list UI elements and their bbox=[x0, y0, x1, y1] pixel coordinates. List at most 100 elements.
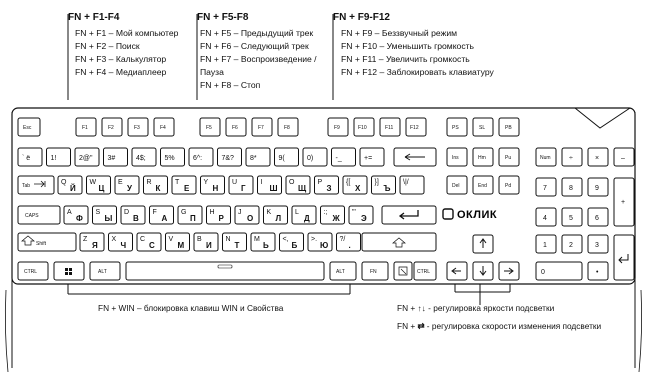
f7-key[interactable] bbox=[251, 117, 273, 137]
letter-key[interactable] bbox=[285, 175, 311, 195]
pause-break-key[interactable] bbox=[498, 117, 520, 137]
esc-key[interactable] bbox=[17, 117, 41, 137]
cyrillic-label: Б bbox=[292, 241, 298, 250]
delete-key[interactable] bbox=[446, 175, 468, 195]
f9-key[interactable] bbox=[327, 117, 349, 137]
number-row-key[interactable] bbox=[46, 147, 71, 167]
right-alt-key[interactable] bbox=[329, 261, 357, 281]
letter-key[interactable] bbox=[336, 232, 361, 252]
letter-key[interactable] bbox=[320, 205, 345, 225]
end-key[interactable] bbox=[472, 175, 494, 195]
number-row-label: 3# bbox=[108, 155, 116, 162]
print-screen-key[interactable] bbox=[446, 117, 468, 137]
letter-key[interactable] bbox=[136, 232, 162, 252]
letter-key[interactable] bbox=[86, 175, 111, 195]
number-row-key[interactable] bbox=[188, 147, 214, 167]
letter-key[interactable] bbox=[200, 175, 225, 195]
number-row-key[interactable] bbox=[331, 147, 356, 167]
letter-key[interactable] bbox=[250, 232, 276, 252]
letter-key[interactable] bbox=[114, 175, 140, 195]
letter-key[interactable] bbox=[314, 175, 339, 195]
numpad-6-key[interactable] bbox=[587, 207, 609, 227]
numpad-plus-key[interactable] bbox=[613, 177, 635, 227]
page-up-key[interactable] bbox=[498, 147, 520, 167]
letter-key[interactable] bbox=[57, 175, 83, 195]
f12-key[interactable] bbox=[405, 117, 427, 137]
fn-key[interactable] bbox=[361, 261, 389, 281]
f3-key[interactable] bbox=[127, 117, 149, 137]
letter-key[interactable] bbox=[63, 205, 89, 225]
letter-key[interactable] bbox=[120, 205, 146, 225]
f5-key[interactable] bbox=[199, 117, 221, 137]
letter-key[interactable] bbox=[291, 205, 317, 225]
letter-key[interactable] bbox=[92, 205, 117, 225]
letter-key[interactable] bbox=[371, 175, 396, 195]
letter-key[interactable] bbox=[348, 205, 374, 225]
letter-key[interactable] bbox=[234, 205, 260, 225]
letter-key[interactable] bbox=[279, 232, 304, 252]
right-ctrl-key[interactable] bbox=[413, 261, 437, 281]
letter-key[interactable] bbox=[79, 232, 105, 252]
space-key[interactable] bbox=[125, 261, 325, 281]
letter-key[interactable] bbox=[257, 175, 282, 195]
letter-key[interactable] bbox=[263, 205, 288, 225]
letter-key[interactable] bbox=[108, 232, 133, 252]
numpad-dot-key[interactable] bbox=[587, 261, 609, 281]
numpad-8-key[interactable] bbox=[561, 177, 583, 197]
letter-key[interactable] bbox=[149, 205, 174, 225]
number-row-key[interactable] bbox=[160, 147, 185, 167]
f2-key[interactable] bbox=[101, 117, 123, 137]
letter-key[interactable] bbox=[171, 175, 197, 195]
number-row-key[interactable] bbox=[74, 147, 100, 167]
numpad-minus-key[interactable] bbox=[613, 147, 635, 167]
numpad-multiply-key[interactable] bbox=[587, 147, 609, 167]
number-row-key[interactable] bbox=[245, 147, 271, 167]
letter-key[interactable] bbox=[342, 175, 368, 195]
numpad-2-key[interactable] bbox=[561, 234, 583, 254]
caps-lock-key[interactable] bbox=[17, 205, 61, 225]
home-key[interactable] bbox=[472, 147, 494, 167]
letter-key[interactable] bbox=[399, 175, 425, 195]
scroll-lock-key[interactable] bbox=[472, 117, 494, 137]
letter-key[interactable] bbox=[143, 175, 168, 195]
left-shift-key[interactable] bbox=[17, 232, 77, 252]
f10-key[interactable] bbox=[353, 117, 375, 137]
letter-key[interactable] bbox=[307, 232, 333, 252]
right-shift-key[interactable] bbox=[361, 232, 437, 252]
number-row-key[interactable] bbox=[131, 147, 157, 167]
left-ctrl-key[interactable] bbox=[17, 261, 49, 281]
number-row-key[interactable] bbox=[17, 147, 43, 167]
letter-key[interactable] bbox=[228, 175, 254, 195]
num-lock-key[interactable] bbox=[535, 147, 557, 167]
numpad-0-key[interactable] bbox=[535, 261, 583, 281]
numpad-3-key[interactable] bbox=[587, 234, 609, 254]
f8-key[interactable] bbox=[277, 117, 299, 137]
insert-key[interactable] bbox=[446, 147, 468, 167]
letter-key[interactable] bbox=[206, 205, 231, 225]
letter-key[interactable] bbox=[165, 232, 190, 252]
numpad-4-key[interactable] bbox=[535, 207, 557, 227]
numpad-9-key[interactable] bbox=[587, 177, 609, 197]
page-down-key[interactable] bbox=[498, 175, 520, 195]
numpad-1-key[interactable] bbox=[535, 234, 557, 254]
enter-key[interactable] bbox=[381, 205, 437, 225]
letter-key[interactable] bbox=[222, 232, 247, 252]
f1-key[interactable] bbox=[75, 117, 97, 137]
left-alt-key[interactable] bbox=[89, 261, 121, 281]
number-row-key[interactable] bbox=[217, 147, 242, 167]
number-row-key[interactable] bbox=[359, 147, 385, 167]
latin-label: P bbox=[318, 179, 323, 186]
number-row-key[interactable] bbox=[302, 147, 328, 167]
letter-key[interactable] bbox=[177, 205, 203, 225]
f4-key[interactable] bbox=[153, 117, 175, 137]
letter-key[interactable] bbox=[193, 232, 219, 252]
number-row-key[interactable] bbox=[274, 147, 299, 167]
f6-key[interactable] bbox=[225, 117, 247, 137]
tab-key[interactable] bbox=[17, 175, 55, 195]
number-row-key[interactable] bbox=[103, 147, 128, 167]
f11-key[interactable] bbox=[379, 117, 401, 137]
numpad-7-key[interactable] bbox=[535, 177, 557, 197]
numpad-enter-key[interactable] bbox=[613, 234, 635, 281]
numpad-divide-key[interactable] bbox=[561, 147, 583, 167]
numpad-5-key[interactable] bbox=[561, 207, 583, 227]
